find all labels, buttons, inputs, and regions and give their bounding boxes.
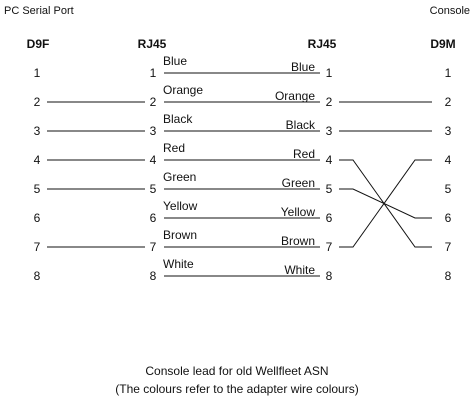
d9f-pin-8: 8 [34,269,41,283]
caption-line-1: Console lead for old Wellfleet ASN [145,364,329,378]
rj45-right-pin-5: 5 [326,182,333,196]
rj45-left-pin-1: 1 [150,66,157,80]
wire-label-left-white: White [163,257,194,271]
rj45-left-pin-3: 3 [150,124,157,138]
crossover-4-to-7 [339,159,432,248]
rj45-right-pin-6: 6 [326,211,333,225]
d9m-pin-2: 2 [445,95,452,109]
d9m-pin-1: 1 [445,66,452,80]
rj45-right-pin-3: 3 [326,124,333,138]
wire-label-right-green: Green [282,176,315,190]
wire-label-right-orange: Orange [275,89,315,103]
d9m-pin-4: 4 [445,153,452,167]
d9m-pin-7: 7 [445,240,452,254]
d9m-pin-5: 5 [445,182,452,196]
crossover-5-to-6 [339,188,432,219]
d9f-pin-7: 7 [34,240,41,254]
d9f-pin-4: 4 [34,153,41,167]
rj45-left-pin-2: 2 [150,95,157,109]
wire-label-left-yellow: Yellow [163,199,198,213]
wire-label-right-red: Red [293,147,315,161]
d9f-pin-3: 3 [34,124,41,138]
left-title: PC Serial Port [4,5,74,17]
rj45-right-pin-4: 4 [326,153,333,167]
wire-label-left-black: Black [163,112,193,126]
wire-label-left-brown: Brown [163,228,197,242]
caption-line-2: (The colours refer to the adapter wire c… [115,382,359,396]
rj45-right-pin-2: 2 [326,95,333,109]
d9f-pin-5: 5 [34,182,41,196]
wire-label-left-red: Red [163,141,185,155]
header-rj45-left: RJ45 [138,37,167,51]
d9f-pin-2: 2 [34,95,41,109]
right-title: Console [430,5,470,17]
rj45-left-pin-4: 4 [150,153,157,167]
rj45-right-pin-1: 1 [326,66,333,80]
wire-label-right-black: Black [286,118,316,132]
wire-label-right-brown: Brown [281,234,315,248]
rj45-left-pin-6: 6 [150,211,157,225]
wire-label-left-green: Green [163,170,196,184]
wire-label-right-yellow: Yellow [281,205,316,219]
wire-label-left-orange: Orange [163,83,203,97]
d9f-pin-6: 6 [34,211,41,225]
crossover-7-to-4 [339,159,432,248]
header-d9m: D9M [430,37,455,51]
wire-label-right-blue: Blue [291,60,315,74]
d9m-pin-8: 8 [445,269,452,283]
wire-label-left-blue: Blue [163,54,187,68]
header-d9f: D9F [27,37,50,51]
rj45-left-pin-7: 7 [150,240,157,254]
wire-label-right-white: White [284,263,315,277]
rj45-left-pin-5: 5 [150,182,157,196]
rj45-right-pin-7: 7 [326,240,333,254]
d9m-pin-6: 6 [445,211,452,225]
rj45-right-pin-8: 8 [326,269,333,283]
d9f-pin-1: 1 [34,66,41,80]
header-rj45-right: RJ45 [308,37,337,51]
rj45-left-pin-8: 8 [150,269,157,283]
d9m-pin-3: 3 [445,124,452,138]
